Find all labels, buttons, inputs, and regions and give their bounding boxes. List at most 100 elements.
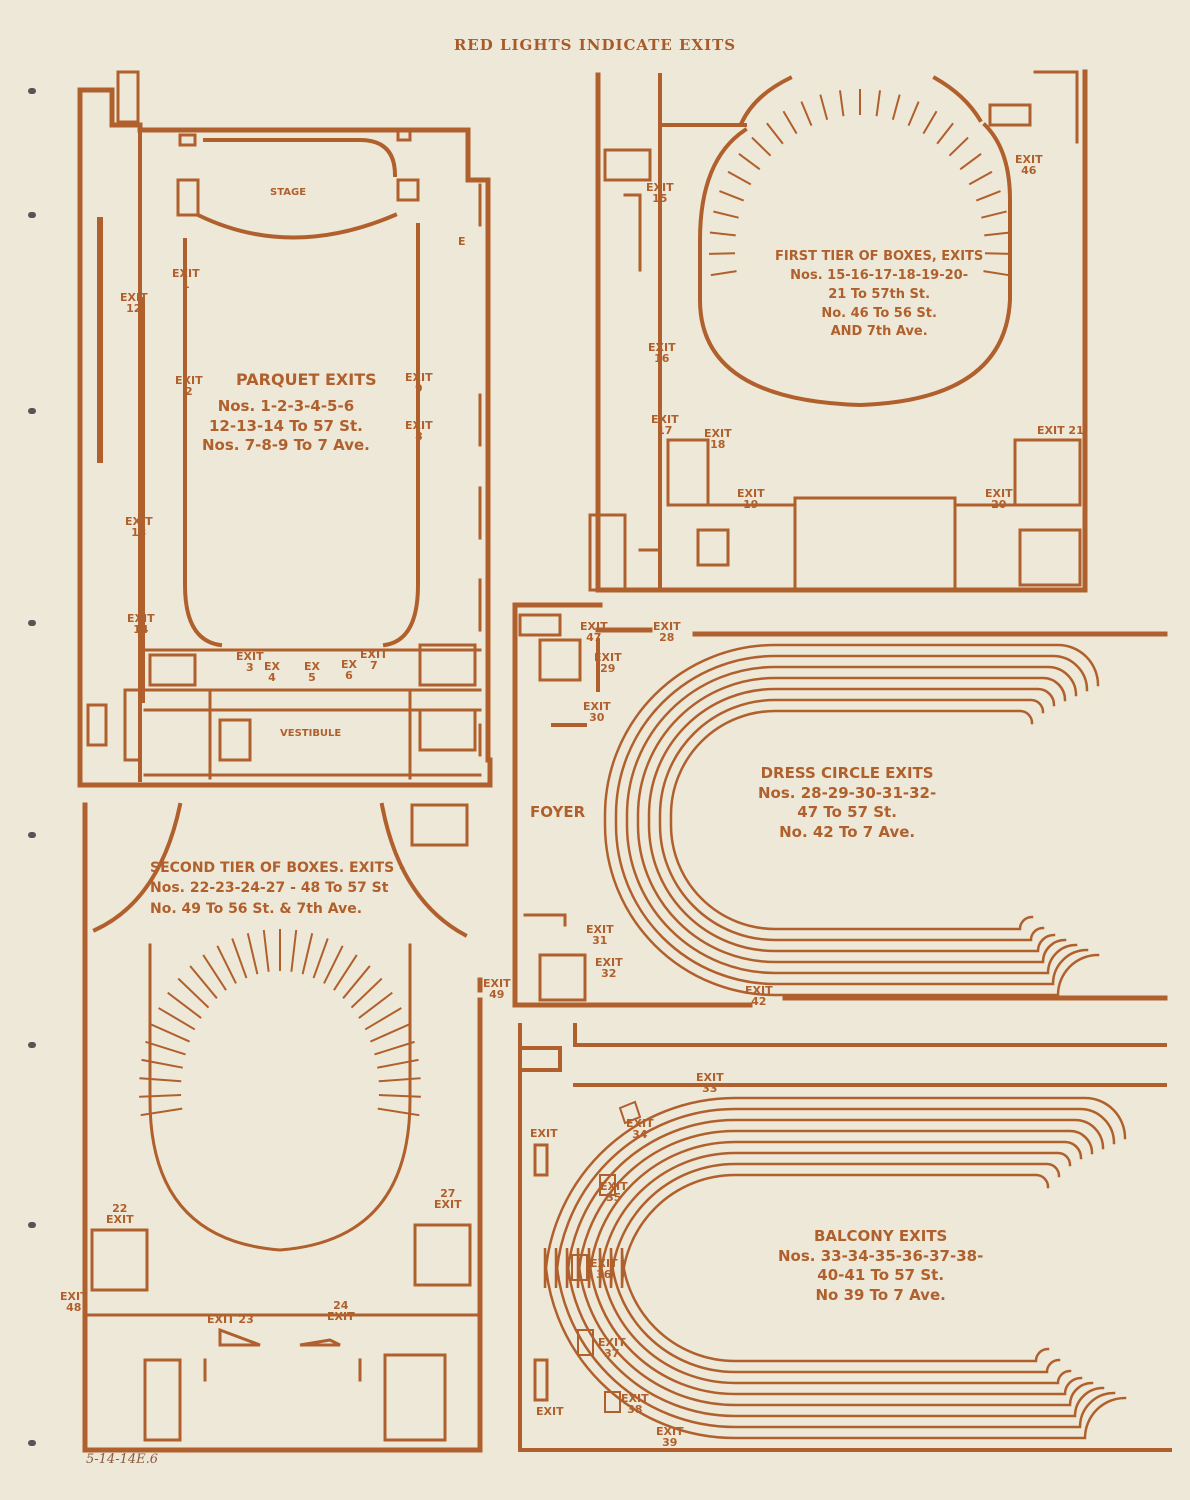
seating-row	[603, 643, 1100, 997]
box-partition	[333, 954, 358, 991]
parquet-exit-list: Nos. 1-2-3-4-5-6 12-13-14 To 57 St. Nos.…	[202, 397, 370, 454]
exit-label: EXIT 38	[621, 1392, 649, 1416]
second-tier-exit-list: SECOND TIER OF BOXES. EXITS - Nos. 22-23…	[150, 860, 405, 917]
exit-label: EXIT 37	[598, 1336, 626, 1360]
binding-hole	[28, 212, 36, 218]
exit-label: EXIT 7	[360, 648, 388, 672]
box-partition	[782, 110, 798, 135]
foyer-label: FOYER	[530, 803, 586, 821]
box-partition	[975, 190, 1001, 202]
binding-hole	[28, 1440, 36, 1446]
exit-label: EXIT 29	[594, 651, 622, 675]
box-partition	[800, 101, 813, 126]
exit-label: EXIT 19	[737, 487, 765, 511]
exit-label: EXIT 21	[1037, 424, 1084, 437]
exit-label: 27 EXIT	[434, 1187, 462, 1211]
seating-row	[625, 665, 1078, 975]
box-partition	[167, 991, 202, 1019]
seating-row	[669, 709, 1034, 931]
box-partition	[377, 1107, 420, 1117]
first-tier-exit-list: FIRST TIER OF BOXES, EXITS Nos. 15-16-17…	[775, 249, 984, 340]
exit-label: EXIT 36	[590, 1257, 618, 1281]
box-partition	[139, 1093, 182, 1098]
box-partition	[377, 1058, 419, 1069]
seating-row	[543, 1096, 1127, 1440]
box-partition	[378, 1077, 421, 1083]
box-partition	[819, 94, 829, 121]
box-partition	[290, 929, 298, 972]
box-partition	[158, 1007, 196, 1031]
box-partition	[981, 210, 1007, 219]
box-partition	[216, 945, 237, 984]
exit-label: EXIT 33	[696, 1071, 724, 1095]
box-partition	[177, 977, 210, 1009]
exit-label: EXIT 48	[60, 1290, 88, 1314]
dress-circle-exit-list: DRESS CIRCLE EXITS Nos. 28-29-30-31-32- …	[758, 764, 937, 841]
exit-label: EXIT 1	[172, 267, 200, 291]
page-title: RED LIGHTS INDICATE EXITS	[453, 36, 737, 54]
exit-label: EXIT 16	[648, 341, 676, 365]
exit-label: EXIT 2	[175, 374, 203, 398]
balcony-plan	[518, 1023, 1172, 1452]
e-mark: E	[458, 235, 466, 248]
box-partition	[984, 252, 1011, 255]
box-partition	[751, 136, 772, 157]
first-tier-plan	[588, 69, 1088, 593]
vestibule-label: VESTIBULE	[280, 728, 342, 739]
parquet-plan	[77, 70, 493, 788]
binding-hole	[28, 832, 36, 838]
handwritten-note: 5-14-14E.6	[86, 1452, 159, 1467]
box-partition	[323, 945, 344, 984]
parquet-heading: PARQUET EXITS	[236, 370, 377, 389]
seating-row	[598, 1151, 1072, 1385]
exit-label: EXIT 9	[405, 371, 433, 395]
exit-label: EXIT	[530, 1127, 558, 1140]
exit-label: EXIT 14	[127, 612, 155, 636]
box-partition	[766, 122, 784, 145]
seating-row	[647, 687, 1056, 953]
box-partition	[936, 122, 954, 145]
box-partition	[374, 1040, 415, 1056]
exit-label: EXIT 32	[595, 956, 623, 980]
box-partition	[709, 252, 736, 255]
box-partition	[350, 977, 383, 1009]
binding-hole	[28, 1042, 36, 1048]
box-partition	[358, 991, 393, 1019]
exit-label: EXIT 49	[483, 977, 511, 1001]
balcony-exit-list: BALCONY EXITS Nos. 33-34-35-36-37-38- 40…	[778, 1227, 984, 1304]
seating-row	[658, 698, 1045, 942]
box-partition	[983, 270, 1010, 277]
exit-label: EXIT 17	[651, 413, 679, 437]
exit-label: EXIT 3	[236, 650, 264, 674]
binding-hole	[28, 1222, 36, 1228]
seating-row	[576, 1129, 1094, 1407]
seating-row	[565, 1118, 1105, 1418]
exit-label: EX 4	[264, 660, 280, 684]
seating-row	[636, 676, 1067, 964]
seating-row	[587, 1140, 1083, 1396]
box-partition	[202, 954, 227, 991]
exit-label: EXIT 28	[653, 620, 681, 644]
exit-label: EX 5	[304, 660, 320, 684]
exit-label: EXIT 31	[586, 923, 614, 947]
exit-label: EXIT 42	[745, 984, 773, 1008]
exit-label: EXIT 8	[405, 419, 433, 443]
box-partition	[342, 965, 371, 999]
box-partition	[922, 110, 938, 135]
exit-label: EXIT 20	[985, 487, 1013, 511]
box-partition	[189, 965, 218, 999]
box-partition	[713, 210, 739, 219]
box-partition	[301, 933, 314, 975]
seating-row	[614, 654, 1089, 986]
exit-label: EXIT 35	[600, 1180, 628, 1204]
box-partition	[364, 1007, 402, 1031]
exit-label: 24 EXIT	[327, 1299, 355, 1323]
box-partition	[959, 152, 982, 171]
box-partition	[262, 929, 270, 972]
box-partition	[838, 90, 845, 117]
binding-hole	[28, 88, 36, 94]
box-partition	[710, 270, 737, 277]
box-partition	[246, 933, 259, 975]
box-partition	[140, 1107, 183, 1117]
